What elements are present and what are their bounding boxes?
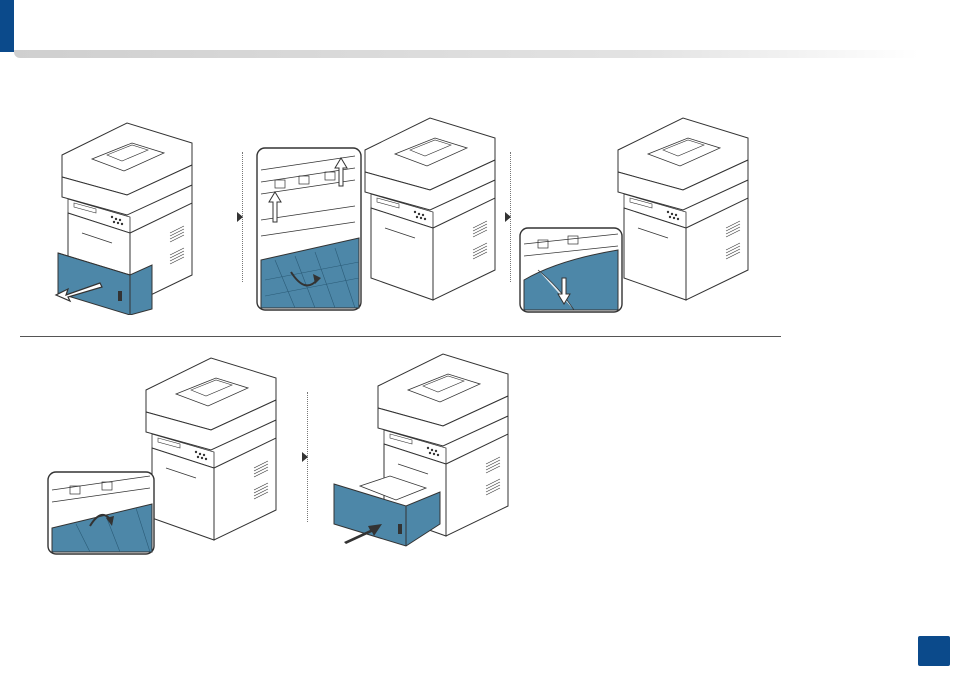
- step-arrow-icon: [302, 452, 308, 462]
- header-rule: [14, 50, 919, 58]
- header-accent-tab: [0, 0, 14, 52]
- step-4-illustration: [46, 350, 306, 560]
- step-arrow-icon: [505, 212, 511, 222]
- step-5-illustration: [330, 346, 540, 556]
- step-1-illustration: [52, 115, 222, 315]
- section-divider: [20, 336, 781, 337]
- step-3-illustration: [518, 110, 768, 315]
- step-arrow-icon: [237, 212, 243, 222]
- step-2-illustration: [255, 110, 505, 315]
- page-number-badge: [918, 636, 950, 666]
